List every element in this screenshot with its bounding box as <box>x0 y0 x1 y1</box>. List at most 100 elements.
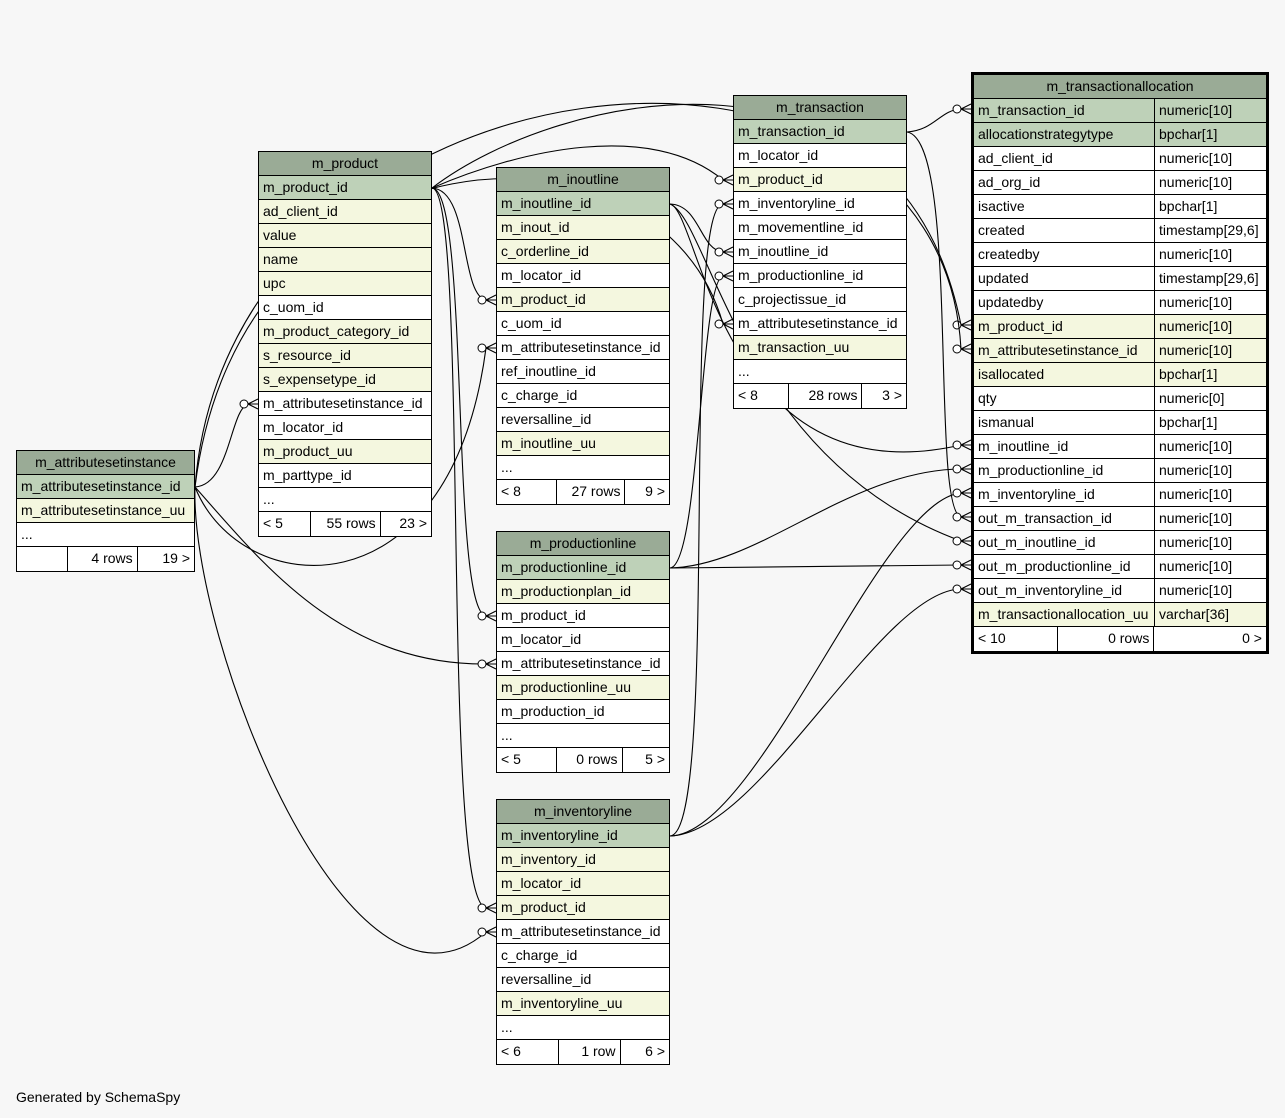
children-count[interactable]: 5 > <box>645 751 665 767</box>
column-row-m-product-id[interactable]: m_product_id <box>734 168 906 192</box>
column-row-m-product-id[interactable]: m_product_id <box>259 176 431 200</box>
column-row-m-productionline-id[interactable]: m_productionline_id <box>734 264 906 288</box>
column-row-value[interactable]: value <box>259 224 431 248</box>
children-count[interactable]: 23 > <box>399 515 427 531</box>
column-row-m-attributesetinstance-uu[interactable]: m_attributesetinstance_uu <box>17 499 194 523</box>
column-row-m-product-id[interactable]: m_product_id <box>497 288 669 312</box>
column-row-m-inventoryline-uu[interactable]: m_inventoryline_uu <box>497 992 669 1016</box>
column-row-m-productionline-uu[interactable]: m_productionline_uu <box>497 676 669 700</box>
table-header[interactable]: m_transaction <box>734 96 906 120</box>
column-row-c-uom-id[interactable]: c_uom_id <box>497 312 669 336</box>
column-row-m-attributesetinstance-id[interactable]: m_attributesetinstance_id <box>734 312 906 336</box>
children-count[interactable]: 3 > <box>882 387 902 403</box>
parents-count[interactable]: < 8 <box>734 384 790 408</box>
column-row-c-charge-id[interactable]: c_charge_id <box>497 944 669 968</box>
column-row-reversalline-id[interactable]: reversalline_id <box>497 968 669 992</box>
column-row-m-attributesetinstance-id[interactable]: m_attributesetinstance_id <box>497 336 669 360</box>
column-row-s-resource-id[interactable]: s_resource_id <box>259 344 431 368</box>
column-row-more[interactable]: ... <box>497 456 669 480</box>
column-row-upc[interactable]: upc <box>259 272 431 296</box>
column-row-more[interactable]: ... <box>497 1016 669 1040</box>
parents-count[interactable]: < 10 <box>974 627 1059 651</box>
column-row-m-transaction-id[interactable]: m_transaction_id <box>734 120 906 144</box>
table-header[interactable]: m_inoutline <box>497 168 669 192</box>
column-row-c-uom-id[interactable]: c_uom_id <box>259 296 431 320</box>
column-row-more[interactable]: ... <box>497 724 669 748</box>
column-row-name[interactable]: name <box>259 248 431 272</box>
column-row-m-locator-id[interactable]: m_locator_id <box>497 628 669 652</box>
column-row-m-productionplan-id[interactable]: m_productionplan_id <box>497 580 669 604</box>
column-row-c-charge-id[interactable]: c_charge_id <box>497 384 669 408</box>
column-row-m-attributesetinstance-id[interactable]: m_attributesetinstance_id <box>259 392 431 416</box>
column-row-more[interactable]: ... <box>734 360 906 384</box>
parents-count[interactable]: < 5 <box>497 748 558 772</box>
column-row-m-production-id[interactable]: m_production_id <box>497 700 669 724</box>
column-row-ad-client-id[interactable]: ad_client_id <box>259 200 431 224</box>
children-count[interactable]: 9 > <box>645 483 665 499</box>
column-row-m-movementline-id[interactable]: m_movementline_id <box>734 216 906 240</box>
column-row-more[interactable]: ... <box>259 488 431 512</box>
column-row-m-product-uu[interactable]: m_product_uu <box>259 440 431 464</box>
table-header[interactable]: m_attributesetinstance <box>17 451 194 475</box>
column-row-m-productionline-id[interactable]: m_productionline_id <box>497 556 669 580</box>
children-count[interactable]: 6 > <box>645 1043 665 1059</box>
table-header[interactable]: m_inventoryline <box>497 800 669 824</box>
column-row-c-orderline-id[interactable]: c_orderline_id <box>497 240 669 264</box>
column-row-m-locator-id[interactable]: m_locator_id <box>497 872 669 896</box>
parents-count[interactable]: < 5 <box>259 512 312 536</box>
column-row-m-parttype-id[interactable]: m_parttype_id <box>259 464 431 488</box>
column-row-m-attributesetinstance-id[interactable]: m_attributesetinstance_id <box>17 475 194 499</box>
column-row-m-locator-id[interactable]: m_locator_id <box>734 144 906 168</box>
column-row-m-attributesetinstance-id[interactable]: m_attributesetinstance_id <box>497 920 669 944</box>
column-row-m-inoutline-uu[interactable]: m_inoutline_uu <box>497 432 669 456</box>
children-count[interactable]: 0 > <box>1242 630 1262 646</box>
parents-count[interactable]: < 8 <box>497 480 558 504</box>
column-row-m-locator-id[interactable]: m_locator_id <box>497 264 669 288</box>
column-row-m-inventoryline-id[interactable]: m_inventoryline_id <box>734 192 906 216</box>
column-row-m-locator-id[interactable]: m_locator_id <box>259 416 431 440</box>
column-row-ref-inoutline-id[interactable]: ref_inoutline_id <box>497 360 669 384</box>
column-row-m-inventory-id[interactable]: m_inventory_id <box>497 848 669 872</box>
column-row-m-inventoryline-id[interactable]: m_inventoryline_id <box>497 824 669 848</box>
column-row-m-inoutline-id[interactable]: m_inoutline_id <box>734 240 906 264</box>
column-row-reversalline-id[interactable]: reversalline_id <box>497 408 669 432</box>
column-row-m-product-id[interactable]: m_product_id <box>497 896 669 920</box>
table-header[interactable]: m_product <box>259 152 431 176</box>
children-count[interactable]: 19 > <box>162 550 190 566</box>
column-row-m-transaction-uu[interactable]: m_transaction_uu <box>734 336 906 360</box>
column-row-m-product-category-id[interactable]: m_product_category_id <box>259 320 431 344</box>
parents-count[interactable]: < 6 <box>497 1040 560 1064</box>
column-row-more[interactable]: ... <box>17 523 194 547</box>
column-row-m-inout-id[interactable]: m_inout_id <box>497 216 669 240</box>
table-header[interactable]: m_productionline <box>497 532 669 556</box>
column-row-c-projectissue-id[interactable]: c_projectissue_id <box>734 288 906 312</box>
column-row-m-attributesetinstance-id[interactable]: m_attributesetinstance_id <box>497 652 669 676</box>
column-row-m-product-id[interactable]: m_product_id <box>497 604 669 628</box>
